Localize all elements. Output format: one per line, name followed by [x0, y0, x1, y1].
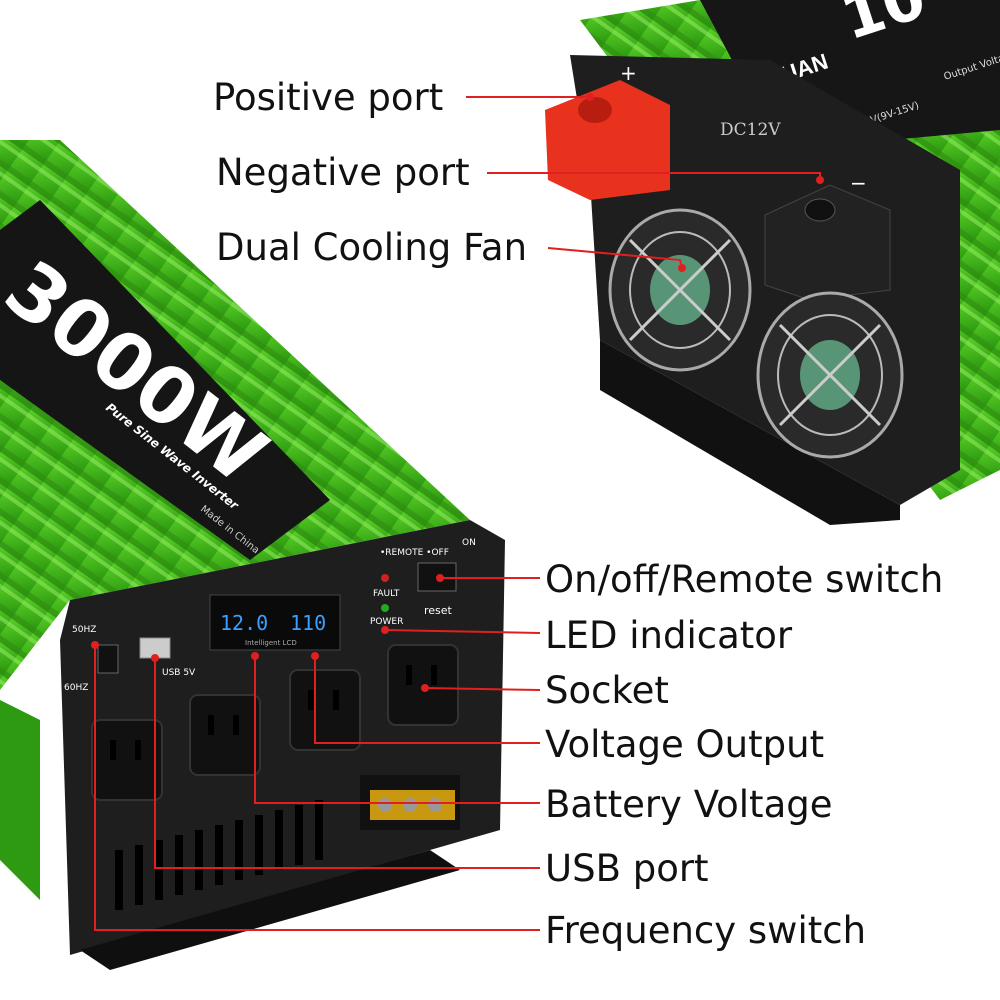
60hz-label: 60HZ [64, 683, 88, 693]
output-voltage-readout: 110 [290, 611, 326, 635]
vent-slots [115, 800, 323, 910]
callout-dual-cooling-fan: Dual Cooling Fan [216, 226, 528, 269]
on-label: ON [462, 538, 476, 548]
callout-battery-voltage: Battery Voltage [545, 783, 833, 826]
dc-label: DC12V [720, 120, 781, 140]
callout-positive-port: Positive port [213, 76, 444, 119]
callout-negative-port: Negative port [216, 151, 470, 194]
usb-label: USB 5V [162, 668, 196, 678]
callout-lines [94, 96, 821, 931]
fault-led [381, 574, 389, 582]
fault-label: FAULT [373, 589, 400, 599]
frequency-switch[interactable] [97, 644, 119, 674]
cooling-fan-left [608, 208, 752, 372]
callout-led-indicator: LED indicator [545, 614, 793, 657]
callout-voltage-output: Voltage Output [545, 723, 825, 766]
minus-sign: − [850, 171, 867, 195]
socket[interactable] [189, 694, 261, 776]
remote-off-label: •REMOTE •OFF [380, 548, 449, 558]
cooling-fan-right [756, 291, 904, 459]
negative-terminal[interactable] [764, 184, 891, 301]
callout-usb-port: USB port [545, 847, 709, 890]
socket[interactable] [91, 719, 163, 801]
inverter-front-view: 3000W Pure Sine Wave Inverter Made in Ch… [0, 140, 505, 970]
positive-terminal[interactable] [545, 80, 670, 200]
lcd-caption: Intelligent LCD [245, 639, 297, 647]
socket[interactable] [289, 669, 361, 751]
front-panel [60, 520, 505, 955]
lcd-display: 12.0 110 Intelligent LCD [209, 594, 341, 651]
power-led [381, 604, 389, 612]
plus-sign: + [620, 61, 637, 85]
battery-voltage-readout: 12.0 [220, 611, 268, 635]
50hz-label: 50HZ [72, 625, 96, 635]
callout-socket: Socket [545, 669, 669, 712]
callout-onoff-remote-switch: On/off/Remote switch [545, 558, 944, 601]
callout-frequency-switch: Frequency switch [545, 909, 867, 952]
power-label: POWER [370, 617, 403, 627]
inverter-rear-view: LVYUAN 10 Input Voltage: 12V(9V-15V) Out… [545, 0, 1000, 525]
ac-sockets [91, 644, 459, 801]
callout-dots [91, 93, 824, 692]
reset-label[interactable]: reset [424, 604, 453, 617]
